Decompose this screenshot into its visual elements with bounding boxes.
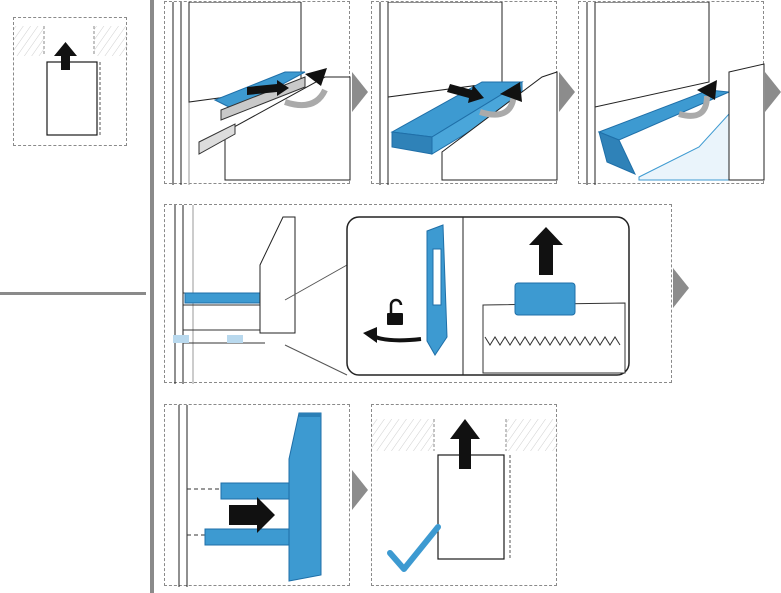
- right-arrow-icon: [447, 84, 484, 103]
- step-tilt-drawer-illustration: [586, 2, 765, 185]
- appliance-front: [437, 454, 505, 560]
- up-arrow-icon: [450, 419, 480, 469]
- hatched-wall-left: [14, 26, 44, 56]
- overview-panel: [13, 17, 128, 146]
- rotate-arrow-icon: [678, 95, 710, 119]
- step-done-illustration: [372, 419, 558, 572]
- up-arrow-icon: [54, 42, 77, 70]
- next-step-chevron-icon: [352, 72, 368, 112]
- padlock-open-icon: [387, 298, 403, 325]
- right-arrow-icon: [229, 497, 275, 533]
- step-lift-drawer-panel: [371, 1, 558, 185]
- next-step-chevron-icon: [352, 470, 368, 510]
- next-step-chevron-icon: [673, 268, 689, 308]
- step-done-check-panel: [371, 404, 558, 586]
- hatched-wall-right: [94, 26, 128, 56]
- overview-illustration: [14, 26, 128, 136]
- step-slide-drawer-illustration: [172, 2, 351, 185]
- step-lift-drawer-illustration: [379, 2, 558, 185]
- check-mark-icon: [387, 524, 441, 572]
- right-arrow-icon: [247, 80, 289, 96]
- step-unlock-rail-illustration: [173, 205, 630, 384]
- up-arrow-icon: [529, 227, 563, 275]
- next-step-chevron-icon: [765, 72, 781, 112]
- step-push-rail-in-panel: [164, 404, 350, 587]
- step-slide-drawer-out-panel: [164, 1, 351, 185]
- left-column-separator: [150, 0, 154, 593]
- next-step-chevron-icon: [559, 72, 575, 112]
- rotate-arrow-icon: [284, 88, 328, 108]
- appliance-front: [46, 61, 98, 136]
- step-tilt-drawer-panel: [578, 1, 765, 185]
- left-column-divider: [0, 292, 146, 295]
- step-unlock-rail-panel: [164, 204, 672, 384]
- step-push-rail-illustration: [178, 405, 322, 587]
